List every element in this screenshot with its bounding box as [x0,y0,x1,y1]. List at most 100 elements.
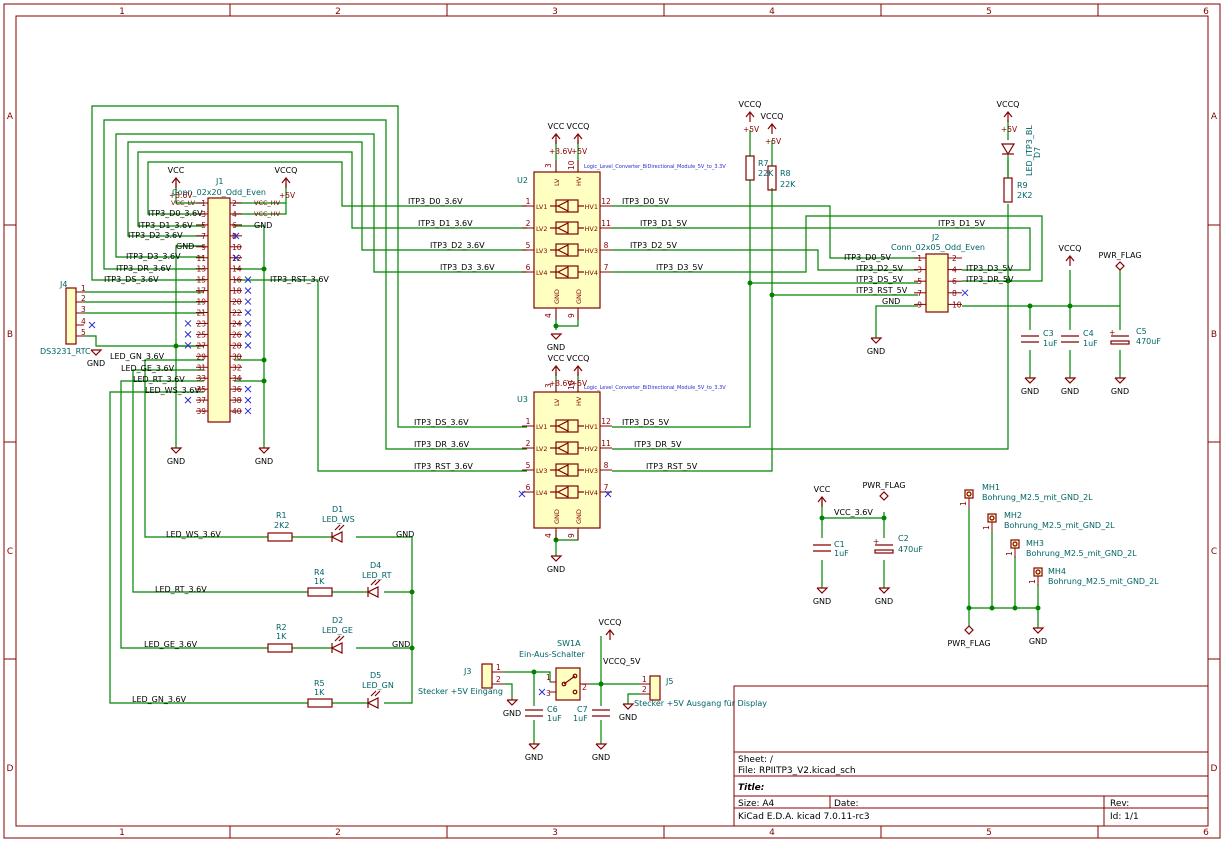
led-d2-ray [338,635,345,642]
ground-c3-label: GND [1021,387,1039,396]
j1-pin-num-20: 20 [232,298,242,307]
j2-pin-5-net: ITP3_DS_5V [856,275,903,284]
j2-pin-num-8: 8 [952,289,957,298]
mounting-hole-mh2-ring [989,515,995,521]
j1-pin-num-13: 13 [196,265,206,274]
j1-nc-mark [244,385,252,393]
resistor-r5 [307,698,333,708]
d1-value: LED_WS [322,515,355,524]
j2-pin-num-9: 9 [917,300,922,309]
sw1a-ref: SW1A [557,639,581,648]
j4-ref: J4 [59,280,67,289]
u2-pin-hv4-name: HV4 [585,269,598,277]
ground-c3 [1024,377,1037,384]
power-vcc-c1-arrow [817,496,827,503]
ground-c4-label: GND [1061,387,1079,396]
c1-value: 1uF [834,549,849,558]
d7-value: LED_ITP3_BL [1025,125,1034,176]
u3-pin-lv2-name: LV2 [536,445,548,453]
j4-pin1: 1 [81,284,86,293]
pwr-flag-vccq-label: PWR_FLAG [1098,251,1141,260]
mounting-hole-mh4 [1033,567,1043,577]
power-vccq-d7-sub: +5V [1001,125,1018,134]
u3-pin-lv3-num: 5 [526,461,531,470]
border-col-6: 6 [1203,7,1209,17]
ground-j5-label: GND [619,713,637,722]
sheet-frame: 1 2 3 4 5 6 1 2 3 4 5 6 A B C D A B C D [3,3,1221,839]
tb-file: File: RPIITP3_V2.kicad_sch [738,766,856,776]
j1-pin-num-6: 6 [232,221,237,230]
j1-pin-num-36: 36 [232,385,242,394]
u2-pin-lv4-num: 6 [526,263,531,272]
j1-pin-num-32: 32 [232,363,242,372]
ground-u3 [550,555,563,562]
ground-mh [1032,627,1045,634]
u3-pin-gnd2-num: 9 [567,533,576,538]
j2-pin-num-4: 4 [952,266,957,275]
u3-pin-hv-name: HV [575,396,583,406]
u2-pin-gnd2-num: 9 [567,313,576,318]
border-row-b-right: B [1211,330,1217,340]
j1-pin-16-net: ITP3_RST_3.6V [270,275,329,284]
ground-c6 [528,743,541,750]
j1-pin-num-21: 21 [196,309,206,318]
border-col-4: 4 [769,7,775,17]
u2-pin-hv4-num: 7 [604,263,609,272]
led-d4 [366,586,379,598]
d2-value: LED_GE [322,626,353,635]
j1-pin-num-31: 31 [196,363,206,372]
ground-c2 [878,587,891,594]
net-d0-5: ITP3_D0_5V [622,197,670,206]
j1-pin-2-net: VCC_HV [254,199,281,207]
part-labels: R7 22K R8 22K R9 2K2 D7 LED_ITP3_BL R1 2… [274,125,1161,723]
u2-pin-gnd2-name: GND [575,289,583,304]
pwr-flag-vcc [879,491,889,501]
j1-pin-4-net: VCC_HV [254,210,281,218]
border-row-c-right: C [1211,547,1217,557]
u3-nc-mark [604,490,612,498]
power-vcc-j1-sub: +3.6V [169,191,193,200]
u3-pin-lv1-name: LV1 [536,423,548,431]
u2-pin-hv2-num: 11 [601,219,611,228]
u3-value: Logic_Level_Converter_BiDirectional_Modu… [584,385,726,391]
net-labels: ITP3_D0_3.6V ITP3_D1_3.6V ITP3_D2_3.6V I… [132,197,1014,704]
u2-pin-lv3-name: LV3 [536,247,548,255]
net-dr-5: ITP3_DR_5V [634,440,682,449]
r1-value: 2K2 [274,521,289,530]
ground-j2-label: GND [867,347,885,356]
j2-pin-3-net: ITP3_D2_5V [856,264,904,273]
j1-pin-num-16: 16 [232,276,242,285]
capacitor-c2-plus: + [873,537,879,546]
resistor-r2 [267,643,293,653]
power-vccq-r8-label: VCCQ [761,112,784,121]
j3-pin1: 1 [496,663,501,672]
power-vcc-u2-label: VCC [548,122,565,131]
net-vcc-36: VCC_3.6V [834,508,873,517]
power-vccq-c4-label: VCCQ [1059,244,1082,253]
j1-pin-num-15: 15 [196,276,206,285]
net-vccq-5v: VCCQ_5V [603,657,641,666]
power-vccq-u3-label: VCCQ [567,354,590,363]
j2-pin-1-net: ITP3_D0_5V [844,253,892,262]
c5-value: 470uF [1136,337,1161,346]
mh2-ref: MH2 [1004,511,1022,520]
ground-u2-label: GND [547,343,565,352]
power-vccq-u3-sub: +5V [571,379,588,388]
j2-pin-num-10: 10 [952,300,962,309]
u2-pin-lv4-name: LV4 [536,269,548,277]
j4-pin3: 3 [81,305,86,314]
j1-pin-5-net: ITP3_D1_3.6V [138,221,193,230]
j5-value: Stecker +5V Ausgang für Display [634,699,767,708]
power-vccq-j1-arrow [281,177,291,184]
tb-date: Date: [834,799,859,809]
ground-u2 [550,333,563,340]
j1-nc-mark [244,309,252,316]
j1-pin-num-22: 22 [232,309,242,318]
net-led-ge: LED_GE_3.6V [144,640,198,649]
j1-pin-num-35: 35 [196,385,206,394]
c2-value: 470uF [898,545,923,554]
ground-u3-label: GND [547,565,565,574]
j1-pin-num-11: 11 [196,254,206,263]
mh4-value: Bohrung_M2.5_mit_GND_2L [1048,577,1159,586]
u2-pin-lv-num: 3 [544,163,553,168]
